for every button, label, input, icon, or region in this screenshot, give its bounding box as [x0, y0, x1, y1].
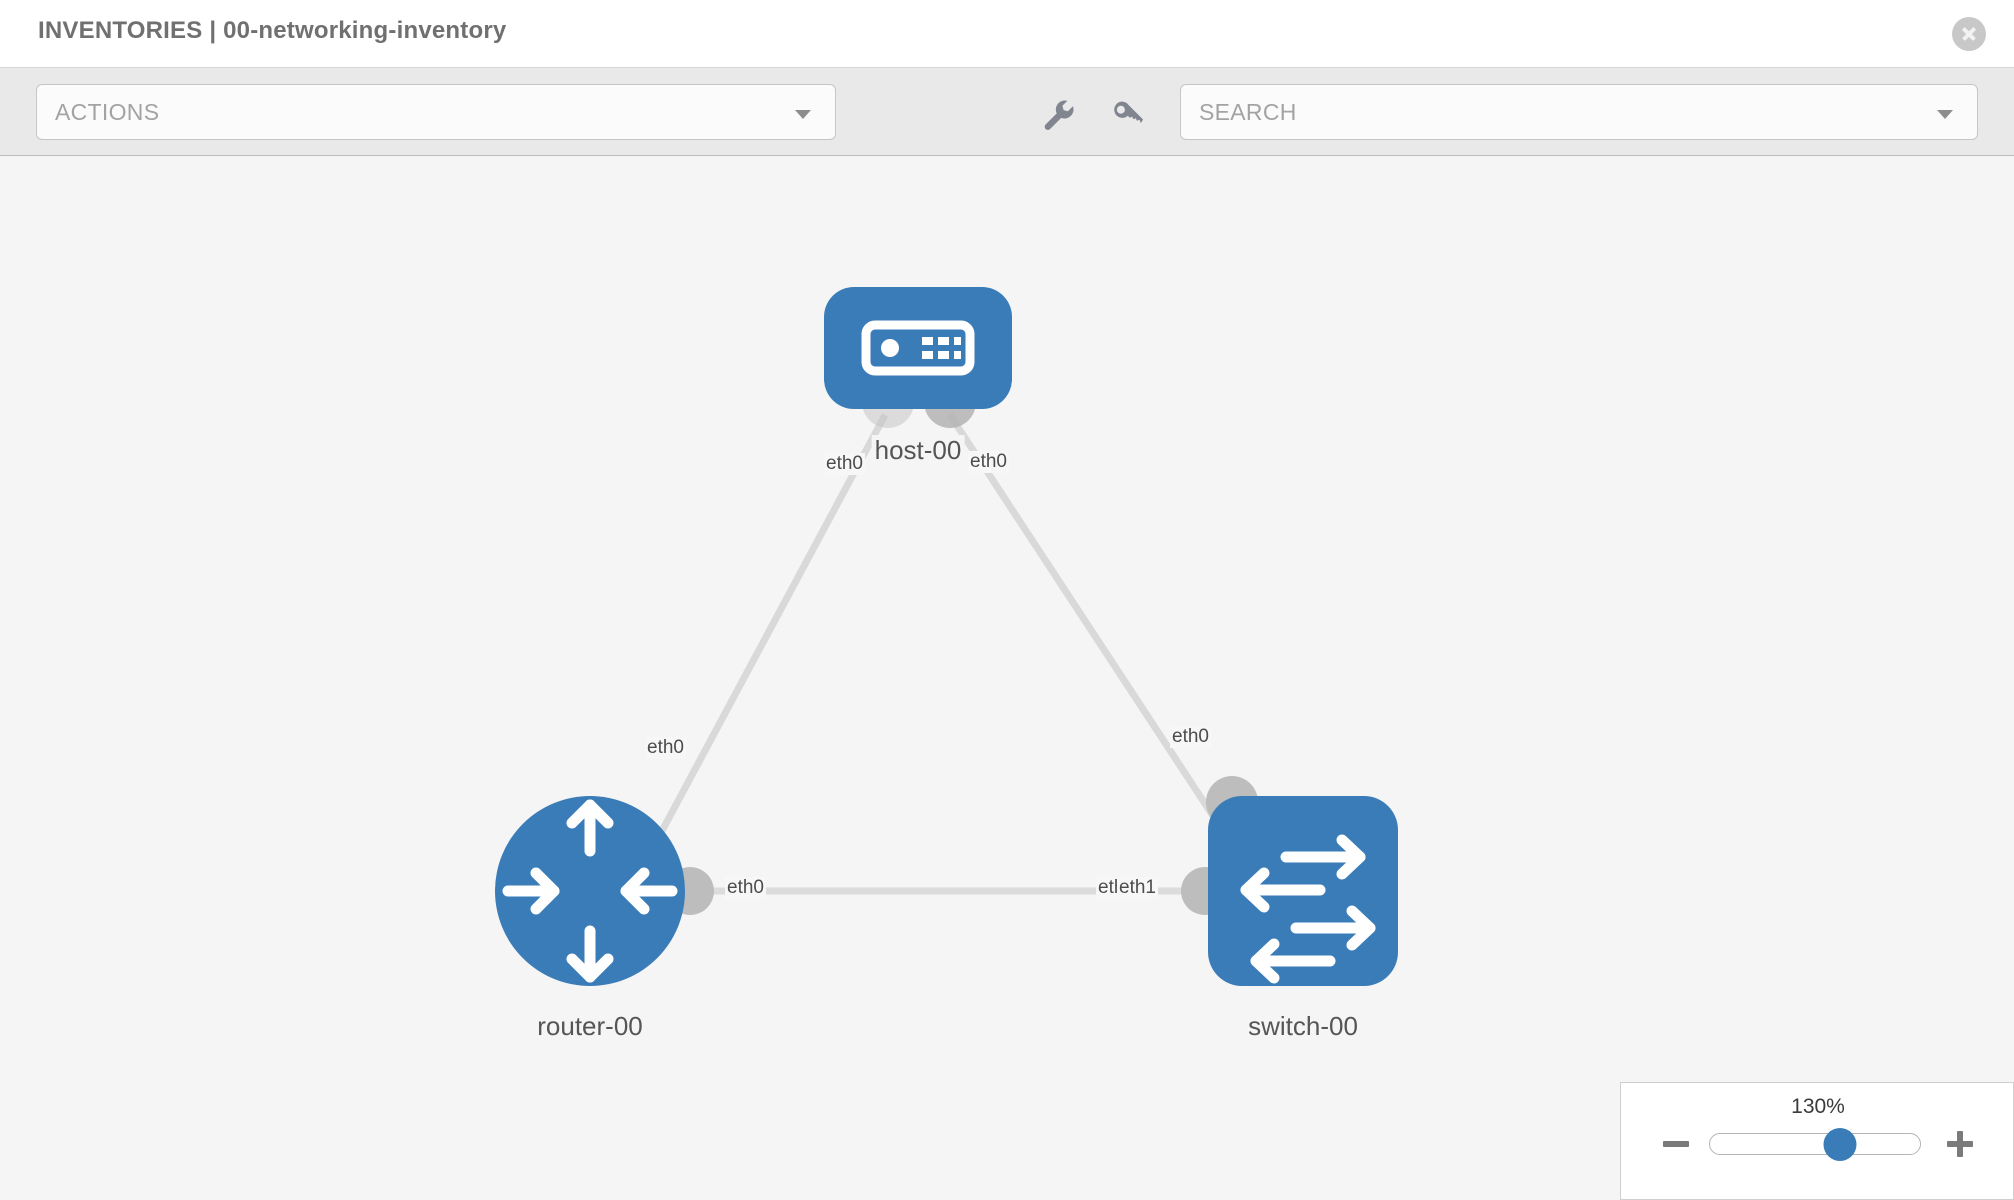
page-title: INVENTORIES | 00-networking-inventory	[38, 17, 507, 44]
node-label-router-00: router-00	[534, 1011, 646, 1042]
zoom-slider[interactable]	[1709, 1128, 1921, 1161]
iface-label-switch-eth1: eth1	[1117, 877, 1158, 899]
chevron-down-icon[interactable]	[1937, 110, 1953, 119]
zoom-control-panel: 130%	[1620, 1082, 2014, 1200]
router-four-arrows-icon	[502, 799, 678, 983]
topology-canvas[interactable]: host-00 router-00 switch-00 eth0 eth0 et…	[0, 157, 2014, 1200]
link-host-router[interactable]	[644, 413, 889, 859]
minus-icon[interactable]	[1663, 1131, 1689, 1157]
iface-label-host-right: eth0	[968, 451, 1009, 473]
node-host-00[interactable]	[824, 287, 1012, 409]
zoom-slider-thumb[interactable]	[1823, 1128, 1857, 1161]
link-host-switch[interactable]	[947, 413, 1243, 859]
close-icon[interactable]	[1952, 17, 1986, 51]
node-label-switch-00: switch-00	[1245, 1011, 1361, 1042]
search-input[interactable]: SEARCH	[1180, 84, 1978, 140]
iface-label-router-eth0: eth0	[725, 877, 766, 899]
actions-dropdown[interactable]: ACTIONS	[36, 84, 836, 140]
server-device-icon	[861, 320, 975, 376]
key-icon[interactable]	[1108, 96, 1144, 132]
title-bar: INVENTORIES | 00-networking-inventory	[0, 0, 2014, 68]
switch-two-way-arrows-icon	[1240, 834, 1376, 984]
actions-dropdown-label: ACTIONS	[55, 99, 160, 125]
node-router-00[interactable]	[495, 796, 685, 986]
iface-label-switch-uplink: eth0	[1170, 726, 1211, 748]
topology-graph	[495, 287, 1398, 986]
zoom-percent-value: 130%	[1791, 1095, 1845, 1118]
toolbar: ACTIONS SEARCH	[0, 68, 2014, 156]
node-label-host-00: host-00	[871, 435, 965, 466]
wrench-icon[interactable]	[1040, 96, 1076, 132]
iface-label-router-uplink: eth0	[645, 737, 686, 759]
chevron-down-icon	[795, 110, 811, 119]
search-placeholder: SEARCH	[1199, 99, 1297, 125]
node-switch-00[interactable]	[1208, 796, 1398, 986]
plus-icon[interactable]	[1947, 1131, 1973, 1157]
iface-label-host-left: eth0	[824, 453, 865, 475]
